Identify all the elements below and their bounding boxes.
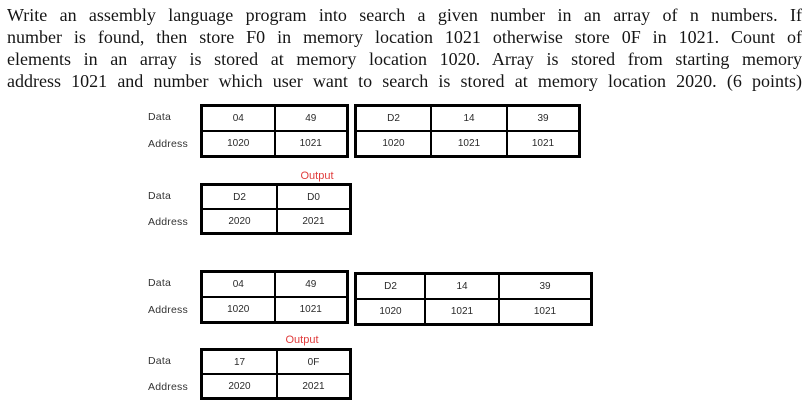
row-labels: Data Address: [148, 348, 200, 400]
address-cell: 1021: [274, 297, 347, 322]
data-cell: D2: [202, 185, 277, 209]
memory-table-case1: Data Address 04 49 1020 1021 D2 14 39 10…: [148, 104, 581, 158]
address-cell: 1020: [202, 297, 275, 322]
question-text: Write an assembly language program into …: [7, 4, 802, 92]
address-cell: 2021: [277, 374, 350, 398]
row-label-data: Data: [148, 277, 171, 289]
output-table-case2: Data Address 17 0F 2020 2021: [148, 348, 352, 400]
memory-block-1: 04 49 1020 1021: [200, 104, 349, 158]
question-line: Write an assembly language program into …: [7, 5, 802, 25]
address-cell: 2020: [202, 209, 277, 233]
data-cell: 04: [202, 272, 275, 297]
question-line: number is found, then store F0 in memory…: [7, 27, 802, 47]
data-cell: 49: [274, 272, 347, 297]
output-label: Output: [300, 170, 334, 182]
address-cell: 2021: [277, 209, 350, 233]
data-cell: 14: [431, 106, 507, 131]
address-cell: 1021: [431, 131, 507, 156]
data-cell: D2: [356, 106, 431, 131]
memory-blocks: 04 49 1020 1021 D2 14 39 1020 1021 1021: [200, 270, 593, 326]
output-blocks: D2 D0 2020 2021: [200, 183, 352, 235]
address-cell: 1020: [202, 131, 275, 156]
data-cell: 14: [425, 274, 499, 299]
row-label-address: Address: [148, 138, 188, 150]
row-label-address: Address: [148, 216, 188, 228]
row-label-address: Address: [148, 304, 188, 316]
row-label-data: Data: [148, 190, 171, 202]
output-block: D2 D0 2020 2021: [200, 183, 352, 235]
row-label-address: Address: [148, 381, 188, 393]
address-cell: 1020: [356, 299, 425, 324]
memory-block-1: 04 49 1020 1021: [200, 270, 349, 324]
data-cell: 39: [499, 274, 591, 299]
data-cell: D2: [356, 274, 425, 299]
memory-table-case2: Data Address 04 49 1020 1021 D2 14 39 10…: [148, 270, 593, 326]
row-label-data: Data: [148, 355, 171, 367]
output-blocks: 17 0F 2020 2021: [200, 348, 352, 400]
question-line: address 1021 and number which user want …: [7, 71, 802, 91]
data-cell: 04: [202, 106, 275, 131]
address-cell: 1021: [507, 131, 579, 156]
row-labels: Data Address: [148, 183, 200, 235]
data-cell: 49: [274, 106, 347, 131]
memory-block-2: D2 14 39 1020 1021 1021: [354, 272, 593, 326]
output-table-case1: Data Address D2 D0 2020 2021: [148, 183, 352, 235]
address-cell: 1020: [356, 131, 431, 156]
row-label-data: Data: [148, 111, 171, 123]
question-line: elements in an array is stored at memory…: [7, 49, 802, 69]
row-labels: Data Address: [148, 270, 200, 324]
data-cell: 17: [202, 350, 277, 374]
output-label: Output: [285, 334, 319, 346]
row-labels: Data Address: [148, 104, 200, 158]
address-cell: 2020: [202, 374, 277, 398]
data-cell: 39: [507, 106, 579, 131]
memory-block-2: D2 14 39 1020 1021 1021: [354, 104, 581, 158]
data-cell: D0: [277, 185, 350, 209]
address-cell: 1021: [425, 299, 499, 324]
data-cell: 0F: [277, 350, 350, 374]
address-cell: 1021: [499, 299, 591, 324]
address-cell: 1021: [274, 131, 347, 156]
output-block: 17 0F 2020 2021: [200, 348, 352, 400]
memory-blocks: 04 49 1020 1021 D2 14 39 1020 1021 1021: [200, 104, 581, 158]
